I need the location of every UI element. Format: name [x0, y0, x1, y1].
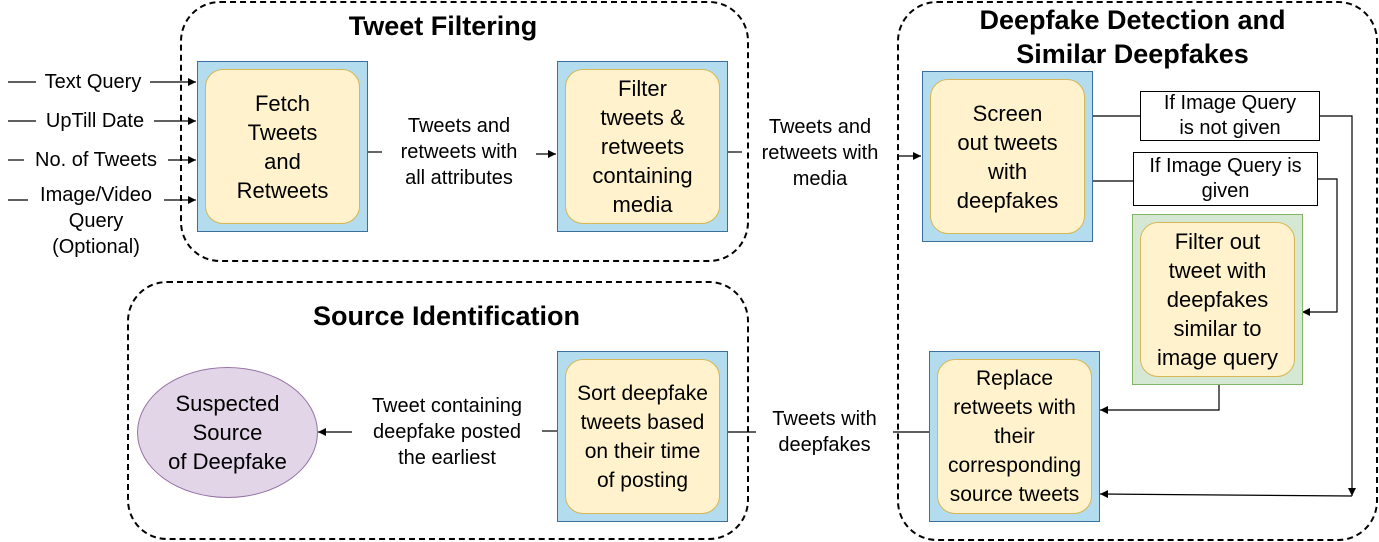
edge-filter-similar-to-replace: [1100, 384, 1220, 414]
input-image-video-query: Image/Video Query (Optional): [40, 184, 152, 258]
fetch-tweets-node: Fetch Tweets and Retweets: [205, 69, 360, 224]
replace-retweets-node: Replace retweets with their correspondin…: [937, 359, 1092, 514]
suspected-source-node: Suspected Source of Deepfake: [137, 367, 318, 498]
filter-similar-node: Filter out tweet with deepfakes similar …: [1140, 222, 1295, 377]
condition-image-query-not-given: If Image Query is not given: [1140, 91, 1320, 141]
edge-label-posted-earliest: Tweet containing deepfake posted the ear…: [371, 395, 523, 469]
condition-image-query-given: If Image Query is given: [1133, 152, 1318, 206]
edge-not-given-route: [1320, 115, 1356, 496]
input-no-of-tweets: No. of Tweets: [35, 149, 157, 171]
group-title-deepfake-detection: Deepfake Detection and Similar Deepfakes: [979, 5, 1286, 69]
edge-given-to-filter-similar: [1302, 178, 1338, 316]
group-source-identification: [127, 281, 749, 540]
group-tweet-filtering: [180, 1, 749, 262]
group-title-source-identification: Source Identification: [312, 301, 581, 331]
input-uptill-date: UpTill Date: [45, 110, 145, 132]
input-text-query: Text Query: [44, 71, 142, 93]
filter-media-node: Filter tweets & retweets containing medi…: [565, 69, 720, 224]
sort-deepfake-tweets-node: Sort deepfake tweets based on their time…: [565, 359, 720, 514]
edge-label-with-media: Tweets and retweets with media: [761, 116, 879, 190]
group-title-tweet-filtering: Tweet Filtering: [348, 11, 538, 41]
edge-label-with-deepfakes: Tweets with deepfakes: [772, 408, 877, 456]
edge-label-all-attributes: Tweets and retweets with all attributes: [400, 115, 518, 189]
edge-not-given-to-replace: [1099, 490, 1353, 499]
screen-out-node: Screen out tweets with deepfakes: [930, 79, 1085, 234]
group-deepfake-detection: [897, 1, 1378, 541]
